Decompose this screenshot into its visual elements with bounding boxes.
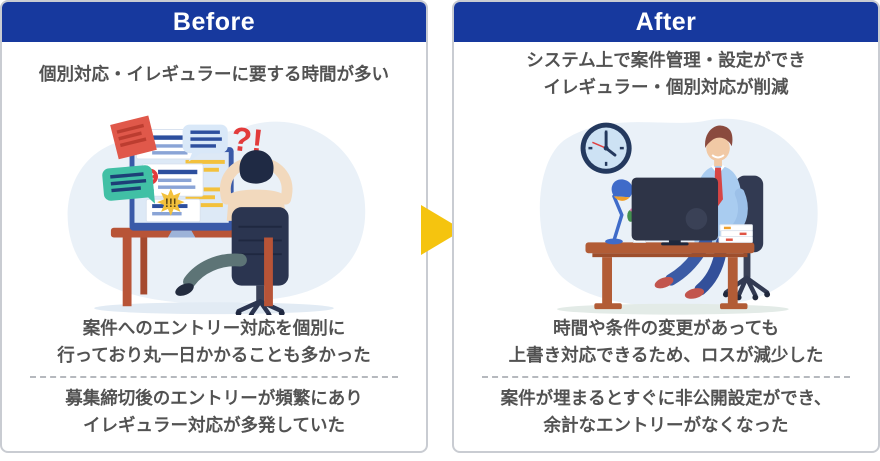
before-points: 案件へのエントリー対応を個別に 行っており丸一日かかることも多かった 募集締切後… — [2, 315, 426, 451]
before-panel: Before 個別対応・イレギュラーに要する時間が多い — [0, 0, 428, 453]
desk-lamp-icon — [605, 178, 633, 244]
alert-text: !!! — [165, 197, 177, 210]
before-header: Before — [2, 2, 426, 42]
before-title: Before — [172, 7, 256, 36]
after-title: After — [635, 7, 697, 36]
after-point1-line2: 上書き対応できるため、ロスが減少した — [508, 345, 824, 365]
office-chair — [231, 206, 289, 286]
leg — [183, 253, 247, 288]
ground-shadow — [557, 303, 789, 315]
after-header: After — [454, 2, 878, 42]
shoe — [654, 276, 674, 288]
hair — [239, 149, 274, 184]
after-point2-line2: 余計なエントリーがなくなった — [543, 415, 789, 435]
before-point1-line2: 行っており丸一日かかることも多かった — [57, 345, 371, 365]
before-point2-line1: 募集締切後のエントリーが頻繁にあり — [65, 388, 363, 408]
dashed-divider — [482, 376, 850, 378]
before-illustration-area: !!! ?! — [2, 106, 426, 315]
hair — [705, 124, 733, 148]
before-point2-line2: イレギュラー対応が多発していた — [83, 415, 345, 435]
sticky-note-icon — [110, 114, 157, 159]
desk — [585, 241, 755, 309]
monitor-icon — [631, 177, 719, 245]
after-panel: After システム上で案件管理・設定ができ イレギュラー・個別対応が削減 — [452, 0, 880, 453]
before-summary: 個別対応・イレギュラーに要する時間が多い — [2, 42, 426, 106]
after-illustration-area — [454, 106, 878, 315]
dashed-divider — [30, 376, 398, 378]
before-illustration: !!! ?! — [67, 114, 366, 315]
before-point1-line1: 案件へのエントリー対応を個別に — [82, 318, 346, 338]
desk-leg — [264, 237, 273, 306]
shoe — [684, 287, 705, 299]
paper-stack-icon — [718, 223, 753, 243]
speech-bubble-icon — [102, 164, 155, 204]
frustrated-person — [175, 149, 293, 315]
after-point2-line1: 案件が埋まるとすぐに非公開設定ができ、 — [500, 388, 832, 408]
before-summary-line: 個別対応・イレギュラーに要する時間が多い — [39, 63, 389, 84]
after-point1-line1: 時間や条件の変更があっても — [553, 318, 779, 338]
after-summary: システム上で案件管理・設定ができ イレギュラー・個別対応が削減 — [454, 42, 878, 106]
wall-clock-icon — [580, 122, 632, 174]
after-summary-line2: イレギュラー・個別対応が削減 — [543, 77, 789, 97]
alert-burst-icon: !!! — [157, 187, 185, 216]
after-summary-line1: システム上で案件管理・設定ができ — [526, 50, 806, 70]
after-points: 時間や条件の変更があっても 上書き対応できるため、ロスが減少した 案件が埋まると… — [454, 315, 878, 451]
shoe — [175, 282, 194, 296]
after-illustration — [539, 118, 818, 315]
